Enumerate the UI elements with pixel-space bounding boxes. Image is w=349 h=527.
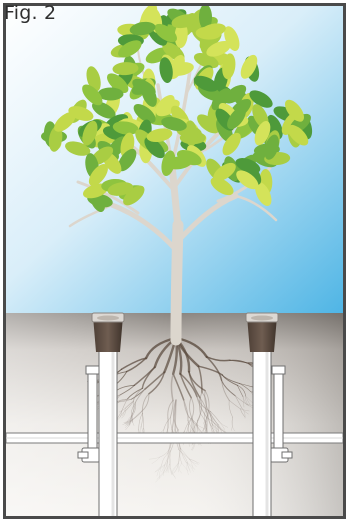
drip-line-icon (6, 433, 343, 443)
figure-label: Fig. 2 (4, 4, 56, 23)
